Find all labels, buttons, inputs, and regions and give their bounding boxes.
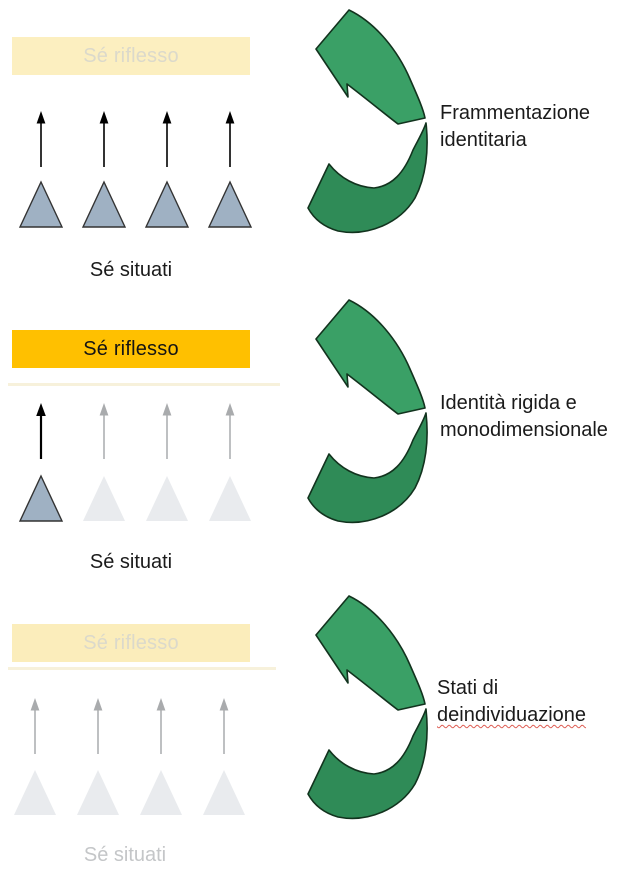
triangle-icon bbox=[77, 770, 119, 815]
box-shadow-line bbox=[8, 667, 276, 670]
section-side-label: Stati di deindividuazione bbox=[437, 675, 586, 729]
section-side-label: Frammentazione identitaria bbox=[440, 100, 590, 154]
reflected-self-box: Sé riflesso bbox=[12, 624, 250, 662]
up-arrow-icon bbox=[162, 403, 172, 459]
triangle-icon bbox=[14, 770, 56, 815]
upward-arrows-row bbox=[12, 402, 252, 460]
reflected-self-box: Sé riflesso bbox=[12, 37, 250, 75]
triangle-icon bbox=[203, 770, 245, 815]
side-label-line1: Identità rigida e bbox=[440, 392, 577, 414]
triangle-icon bbox=[146, 476, 188, 521]
up-arrow-icon bbox=[93, 698, 103, 754]
up-arrow-icon bbox=[30, 698, 40, 754]
upward-arrows-row bbox=[12, 110, 252, 168]
situated-selves-caption: Sé situati bbox=[89, 259, 173, 281]
situated-selves-row bbox=[6, 768, 258, 817]
section-side-label: Identità rigida e monodimensionale bbox=[440, 390, 608, 444]
curved-arrow-icon bbox=[296, 296, 436, 528]
triangle-icon bbox=[140, 770, 182, 815]
up-arrow-icon bbox=[225, 403, 235, 459]
box-shadow-line bbox=[8, 383, 280, 386]
reflected-self-label: Sé riflesso bbox=[83, 44, 179, 67]
reflected-self-label: Sé riflesso bbox=[83, 337, 179, 360]
triangle-icon bbox=[209, 476, 251, 521]
curved-arrow-icon bbox=[296, 592, 436, 824]
side-label-line1: Stati di bbox=[437, 677, 499, 699]
triangle-icon bbox=[18, 474, 64, 522]
triangle-icon bbox=[207, 180, 253, 228]
triangle-icon bbox=[81, 180, 127, 228]
upward-arrows-row bbox=[6, 697, 246, 755]
up-arrow-icon bbox=[162, 111, 172, 167]
situated-selves-row bbox=[12, 474, 264, 523]
side-label-line1: Frammentazione bbox=[440, 102, 591, 124]
up-arrow-icon bbox=[36, 403, 46, 459]
triangle-icon bbox=[83, 476, 125, 521]
side-label-line2: identitaria bbox=[440, 129, 527, 151]
reflected-self-box: Sé riflesso bbox=[12, 330, 250, 368]
up-arrow-icon bbox=[99, 111, 109, 167]
reflected-self-label: Sé riflesso bbox=[83, 631, 179, 654]
situated-selves-caption: Sé situati bbox=[83, 844, 167, 866]
side-label-line2: monodimensionale bbox=[440, 419, 608, 441]
situated-selves-caption: Sé situati bbox=[89, 551, 173, 573]
curved-arrow-icon bbox=[296, 6, 436, 238]
up-arrow-icon bbox=[156, 698, 166, 754]
up-arrow-icon bbox=[219, 698, 229, 754]
triangle-icon bbox=[18, 180, 64, 228]
triangle-icon bbox=[144, 180, 190, 228]
up-arrow-icon bbox=[225, 111, 235, 167]
up-arrow-icon bbox=[36, 111, 46, 167]
up-arrow-icon bbox=[99, 403, 109, 459]
side-label-line2-misspelled: deindividuazione bbox=[437, 704, 587, 726]
situated-selves-row bbox=[12, 180, 264, 229]
